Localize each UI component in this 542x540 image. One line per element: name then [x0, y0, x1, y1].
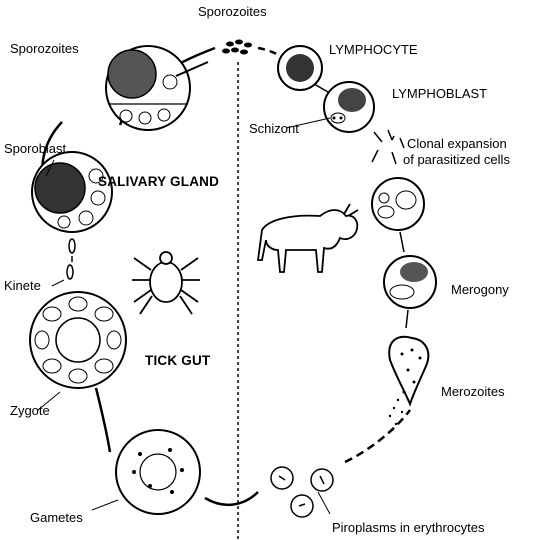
- cycle-arc-left-lower: [94, 387, 112, 453]
- leader-lines: [37, 117, 331, 511]
- erythrocytes: [270, 466, 334, 518]
- tick-gut-section: [29, 291, 127, 389]
- label-zygote: Zygote: [10, 403, 50, 418]
- label-sporoblast: Sporoblast: [4, 141, 67, 156]
- salivary-acinus-sporozoites: [105, 45, 209, 131]
- lymphocyte-cell: [277, 45, 323, 91]
- merogony-cell: [383, 255, 437, 309]
- label-piroplasms: Piroplasms in erythrocytes: [332, 520, 485, 535]
- label-kinete: Kinete: [4, 278, 41, 293]
- sporozoites-cluster: [222, 39, 252, 55]
- label-sporozoites-left: Sporozoites: [10, 41, 79, 56]
- lymphoblast-cell: [323, 81, 375, 133]
- label-sporozoites-top: Sporozoites: [198, 4, 267, 19]
- label-lymphocyte: LYMPHOCYTE: [329, 42, 418, 57]
- tick-illustration: [132, 251, 200, 315]
- arrow-to-merozoites: [405, 309, 409, 329]
- clonal-expansion-arrows: [371, 129, 405, 165]
- label-schizont: Schizont: [249, 121, 299, 136]
- gametes-gut: [115, 429, 201, 515]
- label-merozoites: Merozoites: [441, 384, 505, 399]
- label-tick-gut: TICK GUT: [145, 353, 211, 368]
- zebu-illustration: [256, 203, 359, 273]
- label-merogony: Merogony: [451, 282, 509, 297]
- label-lymphoblast: LYMPHOBLAST: [392, 86, 488, 101]
- cycle-arc-bottom: [204, 491, 259, 507]
- cycle-arc-right-lower: [344, 409, 411, 464]
- label-salivary-gland: SALIVARY GLAND: [98, 174, 220, 189]
- label-gametes: Gametes: [30, 510, 83, 525]
- arrow-to-merogony: [399, 231, 405, 253]
- label-clonal-expansion: Clonal expansion: [407, 136, 507, 151]
- merozoites-release: [388, 335, 430, 426]
- label-parasitized-cells: of parasitized cells: [403, 152, 510, 167]
- sporoblast-acinus: [31, 151, 113, 233]
- leader-piroplasms: [317, 491, 331, 515]
- arrow-lymphocyte-to-lymphoblast: [313, 83, 329, 93]
- parasitized-cell: [371, 177, 425, 231]
